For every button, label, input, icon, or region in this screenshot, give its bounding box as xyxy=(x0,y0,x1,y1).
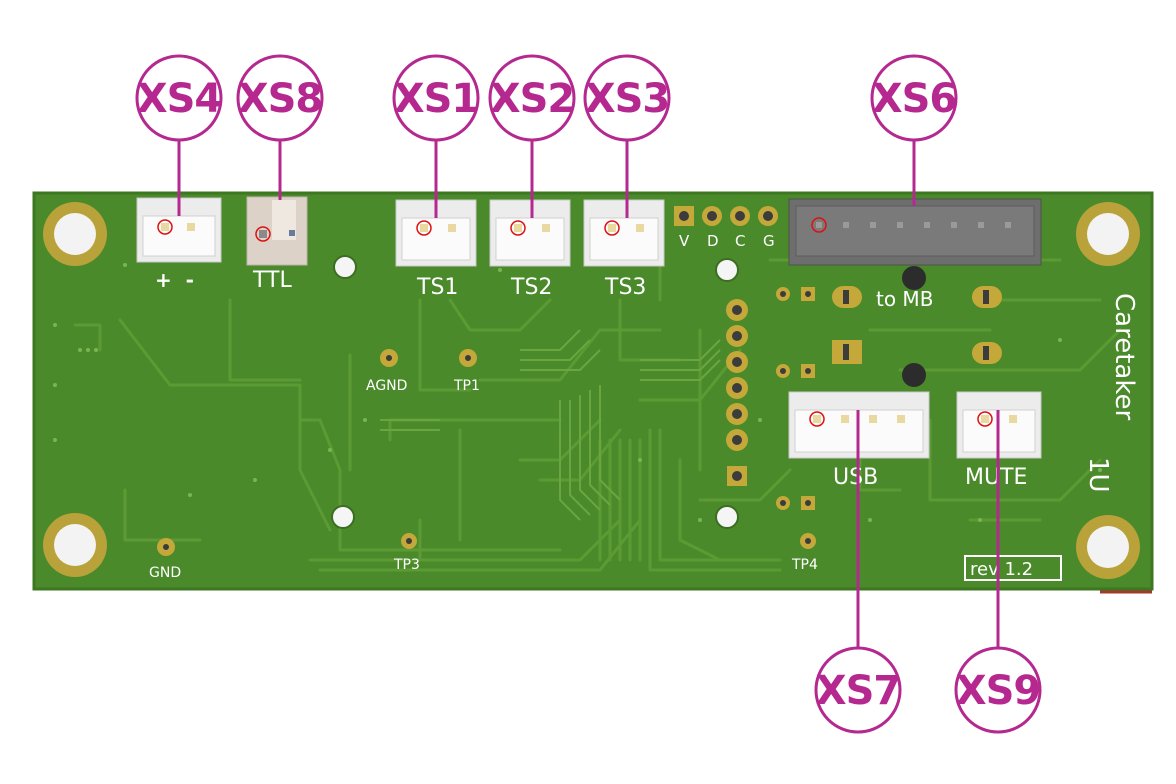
svg-text:XS6: XS6 xyxy=(872,76,956,122)
callout-xs1: XS1 xyxy=(392,54,480,142)
trace-cluster xyxy=(380,329,721,521)
label-pin-d: D xyxy=(707,232,719,250)
label-ts2: TS2 xyxy=(510,275,552,300)
vertical-header-pads xyxy=(726,299,748,486)
svg-text:XS3: XS3 xyxy=(585,76,669,122)
board-holes xyxy=(331,255,926,529)
smd-pads xyxy=(776,286,1002,510)
callout-xs9: XS9 xyxy=(954,646,1042,734)
label-tp3: TP3 xyxy=(393,557,420,573)
connector-xs2 xyxy=(489,199,571,267)
label-tp1: TP1 xyxy=(453,378,480,394)
connector-xs6 xyxy=(788,198,1042,266)
label-gnd: GND xyxy=(149,565,181,581)
silkscreen-labels: + - TTL TS1 TS2 TS3 V D C G to MB AGND T… xyxy=(149,232,1139,581)
callout-xs2: XS2 xyxy=(488,54,576,142)
svg-text:XS9: XS9 xyxy=(956,668,1040,714)
mounting-hole-top-right xyxy=(1076,202,1140,266)
callout-xs4: XS4 xyxy=(135,54,223,142)
label-tp4: TP4 xyxy=(791,557,818,573)
label-to-mb: to MB xyxy=(876,287,933,311)
mounting-hole-top-left xyxy=(43,202,107,266)
callout-xs7: XS7 xyxy=(814,646,902,734)
svg-text:XS8: XS8 xyxy=(238,76,322,122)
callout-circles: XS4 XS8 XS1 XS2 XS3 XS6 XS7 XS9 xyxy=(135,54,1042,734)
label-pin-g: G xyxy=(763,232,775,250)
callout-leaders xyxy=(177,140,1000,648)
callout-xs6: XS6 xyxy=(870,54,958,142)
connector-xs8 xyxy=(246,196,308,266)
svg-text:XS4: XS4 xyxy=(137,76,221,122)
connector-xs1 xyxy=(395,199,477,267)
label-board-size: 1U xyxy=(1083,457,1113,493)
svg-text:XS1: XS1 xyxy=(394,76,478,122)
label-usb: USB xyxy=(833,465,878,490)
label-ts1: TS1 xyxy=(416,275,458,300)
connector-xs3 xyxy=(583,199,665,267)
label-ttl: TTL xyxy=(252,268,292,293)
mounting-holes xyxy=(43,202,1140,579)
label-board-name: Caretaker xyxy=(1109,293,1139,420)
mounting-hole-bottom-right xyxy=(1076,515,1140,579)
label-plus-minus: + - xyxy=(155,268,194,292)
label-agnd: AGND xyxy=(366,378,407,394)
label-pin-v: V xyxy=(679,232,690,250)
callout-xs8: XS8 xyxy=(236,54,324,142)
svg-text:XS7: XS7 xyxy=(816,668,900,714)
mounting-hole-bottom-left xyxy=(43,513,107,577)
test-points xyxy=(157,349,816,556)
revision-box xyxy=(964,555,1062,581)
label-pin-c: C xyxy=(735,232,745,250)
connector-xs4 xyxy=(136,197,222,263)
label-revision: rev 1.2 xyxy=(970,559,1033,580)
callout-xs3: XS3 xyxy=(583,54,671,142)
svg-text:XS2: XS2 xyxy=(490,76,574,122)
label-ts3: TS3 xyxy=(604,275,646,300)
vdcg-header-pads xyxy=(674,206,778,226)
label-mute: MUTE xyxy=(965,465,1027,490)
